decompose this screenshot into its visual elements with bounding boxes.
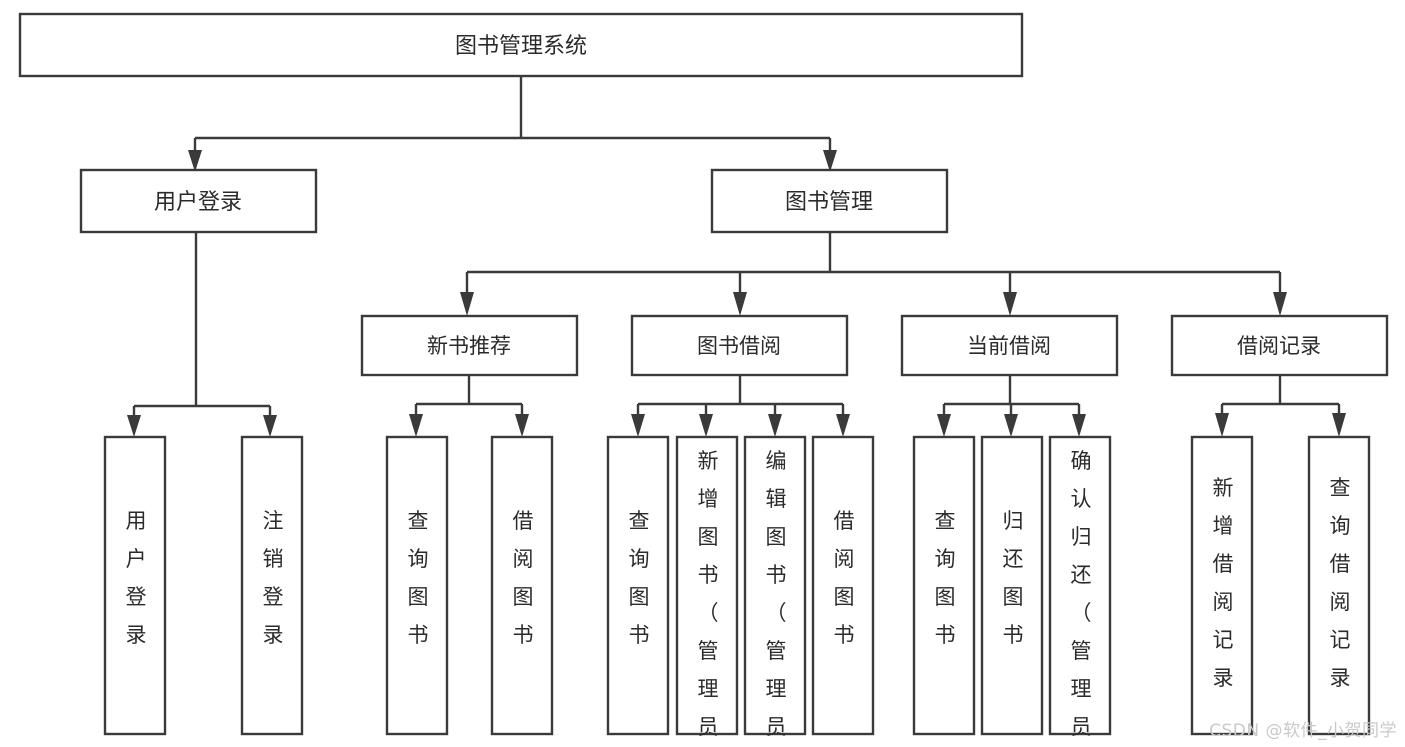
leaf-label: 用户登录 [126, 509, 147, 647]
leaf-box[interactable] [240, 435, 304, 736]
user-login-box[interactable] [79, 168, 318, 234]
leaf-node[interactable]: 查询图书 [385, 435, 449, 736]
leaf-label: 查询图书 [629, 509, 650, 647]
leaf-box[interactable] [103, 435, 167, 736]
leaf-node[interactable]: 查询借阅记录 [1307, 435, 1371, 736]
connectors-user-login [127, 232, 277, 437]
leaf-box[interactable] [980, 435, 1044, 736]
leaf-node[interactable]: 查询图书 [912, 435, 976, 736]
leaf-label: 查询借阅记录 [1330, 476, 1351, 690]
root-box[interactable] [18, 12, 1024, 78]
book-manage-box[interactable] [710, 168, 949, 234]
leaf-box[interactable] [385, 435, 449, 736]
leaf-node[interactable]: 借阅图书 [490, 435, 554, 736]
leaf-label: 编辑图书（管理员） [766, 449, 787, 747]
leaf-node[interactable]: 注销登录 [240, 435, 304, 736]
leaf-node[interactable]: 确认归还（管理员） [1048, 435, 1112, 747]
leaf-label: 注销登录 [263, 509, 284, 647]
leaf-box[interactable] [490, 435, 554, 736]
new-book-recommend-box[interactable] [360, 314, 579, 377]
leaf-label: 查询图书 [408, 509, 429, 647]
leaf-label: 确认归还（管理员） [1071, 449, 1092, 747]
connectors-root [188, 76, 837, 172]
node-user-login[interactable]: 用户登录 [79, 168, 318, 234]
connectors-borrow-record [1215, 375, 1346, 437]
current-borrow-box[interactable] [900, 314, 1119, 377]
leaf-node[interactable]: 新增借阅记录 [1190, 435, 1254, 736]
leaf-node[interactable]: 用户登录 [103, 435, 167, 736]
user-login-label: 用户登录 [154, 190, 242, 215]
leaf-box[interactable] [675, 435, 739, 736]
watermark: CSDN @软件_小贺同学 [1209, 721, 1397, 741]
node-book-borrow[interactable]: 图书借阅 [630, 314, 849, 377]
leaf-box[interactable] [743, 435, 807, 736]
node-current-borrow[interactable]: 当前借阅 [900, 314, 1119, 377]
leaf-label: 查询图书 [935, 509, 956, 647]
leaf-node[interactable]: 归还图书 [980, 435, 1044, 736]
leaf-label: 新增图书（管理员） [698, 449, 719, 747]
book-manage-label: 图书管理 [785, 190, 873, 215]
node-new-book-recommend[interactable]: 新书推荐 [360, 314, 579, 377]
borrow-record-label: 借阅记录 [1237, 334, 1321, 358]
borrow-record-box[interactable] [1170, 314, 1389, 377]
leaf-node[interactable]: 新增图书（管理员） [675, 435, 739, 747]
book-borrow-box[interactable] [630, 314, 849, 377]
leaf-box[interactable] [1307, 435, 1371, 736]
connectors-new-book [409, 375, 529, 437]
node-borrow-record[interactable]: 借阅记录 [1170, 314, 1389, 377]
leaf-box[interactable] [1190, 435, 1254, 736]
connectors-book-manage [460, 232, 1287, 316]
leaf-label: 归还图书 [1003, 509, 1024, 647]
leaf-box[interactable] [912, 435, 976, 736]
connectors-book-borrow [631, 375, 850, 437]
current-borrow-label: 当前借阅 [967, 334, 1051, 358]
node-root[interactable]: 图书管理系统 [18, 12, 1024, 78]
node-book-manage[interactable]: 图书管理 [710, 168, 949, 234]
root-label: 图书管理系统 [455, 34, 587, 59]
connectors-current-borrow [937, 375, 1086, 437]
leaf-node[interactable]: 借阅图书 [811, 435, 875, 736]
leaf-label: 借阅图书 [513, 509, 534, 647]
leaf-box[interactable] [606, 435, 670, 736]
leaf-label: 借阅图书 [834, 509, 855, 647]
leaf-box[interactable] [811, 435, 875, 736]
leaf-box[interactable] [1048, 435, 1112, 736]
book-borrow-label: 图书借阅 [697, 334, 781, 358]
leaf-node[interactable]: 编辑图书（管理员） [743, 435, 807, 747]
new-book-recommend-label: 新书推荐 [427, 334, 511, 358]
leaf-label: 新增借阅记录 [1213, 476, 1234, 690]
leaf-node[interactable]: 查询图书 [606, 435, 670, 736]
